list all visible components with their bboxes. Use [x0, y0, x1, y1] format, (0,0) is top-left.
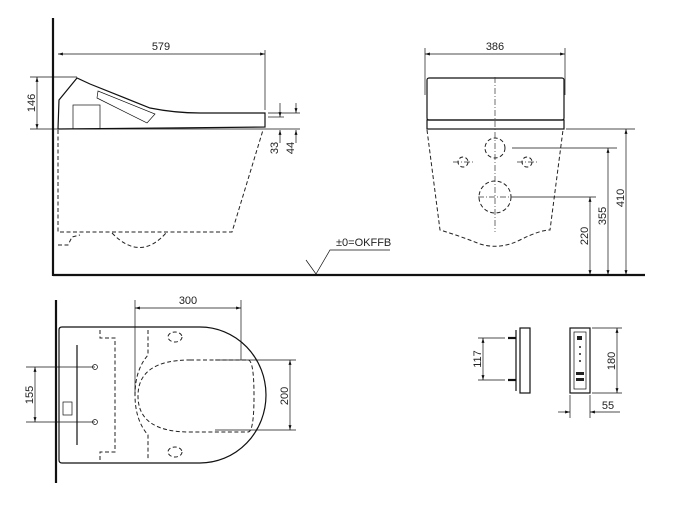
dim-width-label: 579: [152, 41, 170, 53]
remote-side: [519, 327, 531, 394]
buffer: [167, 331, 183, 343]
dim-a-label: 33: [269, 142, 281, 154]
water-inlet-circle: [484, 137, 506, 159]
control-panel: [96, 90, 156, 124]
fixing-spacing-label: 155: [24, 386, 36, 404]
height-total-label: 410: [615, 189, 627, 207]
remote-control: 117 180 55: [472, 327, 622, 418]
remote-height-label: 180: [606, 352, 618, 370]
top-view: 300 155 200: [24, 295, 296, 483]
top-length-label: 300: [179, 295, 197, 307]
remote-buttons-panel: [573, 331, 587, 390]
mount-spacing-label: 117: [472, 350, 484, 368]
height-lower-label: 220: [579, 227, 591, 245]
seat-ring: [426, 119, 565, 130]
tank-outline: [99, 330, 116, 460]
dim-b-label: 44: [285, 142, 297, 154]
front-view: 386 410 355 220: [424, 41, 635, 275]
bowl-outlet: [58, 234, 81, 246]
floor-level-symbol: [305, 249, 390, 275]
remote-buttons: [576, 336, 584, 381]
dim-seat-height-label: 146: [26, 94, 38, 112]
buffer: [167, 446, 183, 458]
front-width-label: 386: [486, 41, 504, 53]
remote-width-label: 55: [602, 400, 614, 412]
seat-lid: [426, 77, 565, 121]
seat-profile: [57, 77, 266, 130]
connector: [62, 401, 73, 416]
floor-ref-label: ±0=OKFFB: [336, 237, 391, 249]
bowl-opening: [137, 359, 255, 433]
front-bowl-outline: [426, 129, 564, 247]
side-view: 579 146 33 44 ±0=OKFFB: [26, 18, 645, 277]
bowl-width-label: 200: [279, 387, 291, 405]
bowl-side: [134, 330, 149, 460]
bowl-outline: [57, 129, 264, 233]
bowl-trap: [111, 232, 167, 248]
top-outline: [58, 326, 267, 464]
remote-front: [569, 327, 591, 394]
height-upper-label: 355: [597, 207, 609, 225]
seat-hinge: [72, 104, 101, 130]
